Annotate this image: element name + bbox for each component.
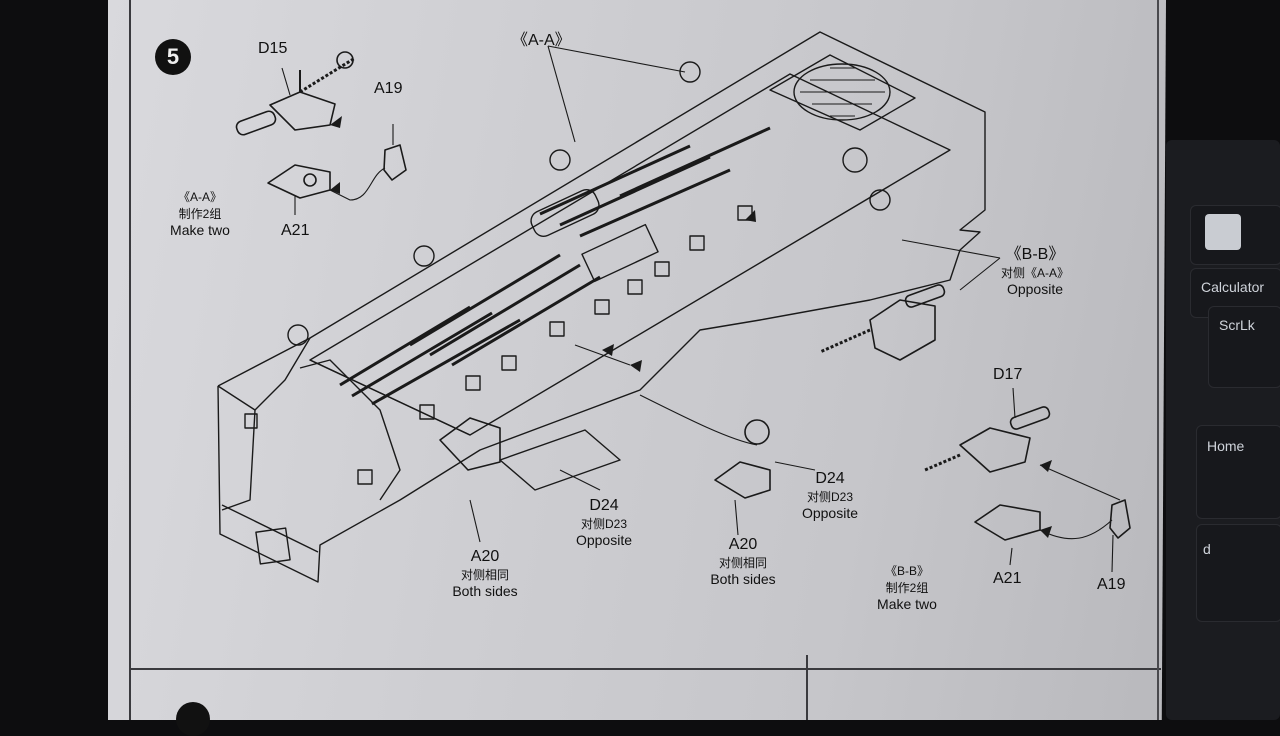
home-key[interactable]: Home bbox=[1196, 425, 1280, 519]
label-d24-mid-en: Opposite bbox=[575, 532, 633, 548]
note-bb-make-en: Make two bbox=[877, 596, 937, 612]
label-d15: D15 bbox=[258, 40, 288, 57]
label-d24-mid-cn: 对侧D23 bbox=[580, 517, 627, 531]
home-label: Home bbox=[1207, 438, 1245, 454]
note-bb: 《B-B》 制作2组 Make two bbox=[862, 562, 952, 612]
d-label: d bbox=[1203, 541, 1211, 557]
hull-outline bbox=[217, 31, 986, 583]
suspension-a21-aa bbox=[267, 164, 331, 199]
label-a21-left: A21 bbox=[281, 222, 310, 239]
calculator-icon bbox=[1205, 214, 1241, 250]
label-a19-left: A19 bbox=[374, 80, 403, 97]
wheel-hub-left bbox=[439, 417, 501, 471]
label-a21-right: A21 bbox=[993, 570, 1022, 587]
hull-deck bbox=[309, 73, 951, 436]
label-a20-mid-cn: 对侧相同 bbox=[718, 556, 767, 570]
suspension-a21-bb bbox=[974, 504, 1041, 541]
note-a20-mid: A20 对侧相同 Both sides bbox=[698, 536, 788, 587]
part-a19-left bbox=[383, 144, 407, 181]
engine-grille bbox=[769, 54, 916, 131]
deck-slots bbox=[339, 126, 771, 406]
next-step-badge bbox=[176, 702, 210, 736]
assembly-diagram bbox=[217, 31, 1131, 583]
step-number: 5 bbox=[155, 39, 191, 75]
note-bb-cn: 对侧《A-A》 bbox=[1000, 266, 1069, 280]
note-aa-title: 《A-A》 bbox=[177, 190, 222, 204]
note-bb-title: 《B-B》 bbox=[1005, 246, 1065, 263]
note-aa-cn: 制作2组 bbox=[178, 207, 222, 221]
note-aa-en: Make two bbox=[170, 222, 230, 238]
label-a20-mid: A20 bbox=[728, 536, 758, 553]
sheet-right-edge bbox=[1157, 0, 1159, 720]
d-key[interactable]: d bbox=[1196, 524, 1280, 622]
scrlk-key[interactable]: ScrLk bbox=[1208, 306, 1280, 388]
suspension-d15-aa bbox=[235, 51, 356, 136]
note-d24-mid: D24 对侧D23 Opposite bbox=[564, 497, 644, 548]
label-d24-right-en: Opposite bbox=[801, 505, 859, 521]
suspension-bb bbox=[819, 284, 946, 361]
note-bb-en: Opposite bbox=[1006, 281, 1064, 297]
label-d17: D17 bbox=[993, 366, 1023, 383]
calculator-key[interactable] bbox=[1190, 205, 1280, 265]
frame-left-border bbox=[129, 0, 131, 720]
panel-divider bbox=[806, 655, 808, 720]
scrlk-label: ScrLk bbox=[1219, 317, 1255, 333]
label-d24-mid: D24 bbox=[589, 497, 619, 514]
note-a20-left: A20 对侧相同 Both sides bbox=[440, 548, 530, 599]
leader-lines bbox=[281, 45, 1121, 573]
note-bb-make-cn: 制作2组 bbox=[885, 581, 929, 595]
calculator-label: Calculator bbox=[1201, 279, 1265, 295]
hub-mounts bbox=[244, 61, 891, 485]
frame-bottom-border bbox=[131, 668, 1161, 670]
label-d24-right: D24 bbox=[815, 470, 845, 487]
note-d24-right: D24 对侧D23 Opposite bbox=[790, 470, 870, 521]
label-a20-left-cn: 对侧相同 bbox=[460, 568, 509, 582]
label-d24-right-cn: 对侧D23 bbox=[806, 490, 853, 504]
wheel-hub-mid bbox=[714, 419, 771, 499]
label-a20-left-en: Both sides bbox=[452, 583, 518, 599]
suspension-d17-bb bbox=[924, 406, 1051, 473]
note-bb-make-title: 《B-B》 bbox=[884, 564, 929, 578]
label-aa-top: 《A-A》 bbox=[512, 32, 571, 49]
note-aa: 《A-A》 制作2组 Make two bbox=[160, 188, 240, 238]
label-a20-mid-en: Both sides bbox=[710, 571, 776, 587]
arrows bbox=[330, 116, 1052, 538]
label-a19-right: A19 bbox=[1097, 576, 1126, 593]
note-bb-opposite: 《B-B》 对侧《A-A》 Opposite bbox=[990, 240, 1080, 297]
label-a20-left: A20 bbox=[470, 548, 500, 565]
part-a19-right bbox=[1109, 499, 1131, 539]
